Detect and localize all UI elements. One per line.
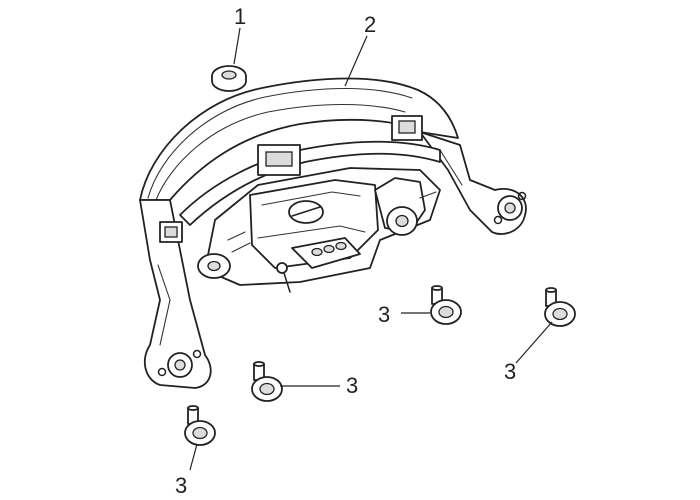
callout-3-c: 3	[346, 373, 358, 398]
washer-icon	[211, 65, 247, 92]
leader-2	[344, 35, 368, 87]
flange-screw-icon	[184, 405, 216, 446]
callout-3-d: 3	[175, 473, 187, 498]
leader-3b	[515, 321, 553, 364]
flange-screw-icon	[544, 287, 576, 327]
leader-lines	[189, 27, 553, 471]
flange-screw-icon	[251, 361, 283, 402]
flange-screw-icon	[430, 285, 462, 325]
leader-1	[233, 27, 241, 65]
callout-3-b: 3	[504, 359, 516, 384]
callout-2: 2	[364, 12, 376, 37]
callout-1: 1	[234, 4, 246, 29]
leader-3d	[189, 443, 198, 471]
headlight-housing-icon	[139, 77, 527, 389]
callout-3-a: 3	[378, 302, 390, 327]
